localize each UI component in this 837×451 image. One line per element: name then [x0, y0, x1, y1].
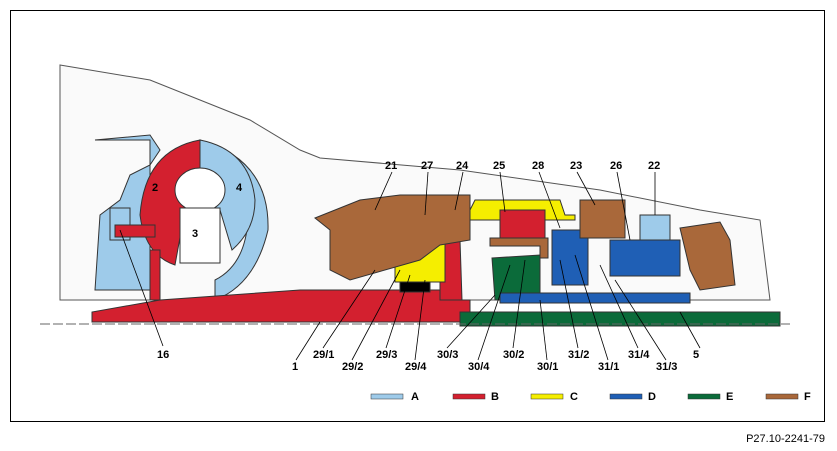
label-3: 3	[192, 228, 198, 240]
label-30-2: 30/2	[503, 349, 524, 361]
turbine-wheel	[199, 139, 256, 251]
clutch-25-red	[499, 209, 546, 239]
output-shaft	[459, 311, 781, 327]
label-23: 23	[570, 160, 582, 172]
label-22: 22	[648, 160, 660, 172]
label-2: 2	[152, 182, 158, 194]
legend: A B C D E F	[370, 391, 811, 403]
label-30-3: 30/3	[437, 349, 458, 361]
label-31-4: 31/4	[628, 349, 650, 361]
red-feed-vertical	[149, 249, 161, 301]
label-29-1: 29/1	[313, 349, 334, 361]
label-27: 27	[421, 160, 433, 172]
lockup-piston	[114, 224, 156, 238]
label-31-1: 31/1	[598, 361, 619, 373]
brown-rear-housing	[679, 221, 736, 291]
legend-label-b: B	[491, 391, 499, 403]
label-31-2: 31/2	[568, 349, 589, 361]
planetary-31	[551, 229, 589, 286]
label-28: 28	[532, 160, 544, 172]
legend-swatch-f	[765, 393, 799, 400]
label-29-2: 29/2	[342, 361, 363, 373]
legend-label-a: A	[411, 391, 419, 403]
converter-core	[174, 167, 226, 213]
label-26: 26	[610, 160, 622, 172]
label-1: 1	[292, 361, 298, 373]
label-16: 16	[157, 349, 169, 361]
label-30-1: 30/1	[537, 361, 558, 373]
diagram-frame	[10, 10, 825, 422]
legend-label-d: D	[648, 391, 656, 403]
legend-swatch-d	[609, 393, 643, 400]
legend-swatch-b	[452, 393, 486, 400]
label-24: 24	[456, 160, 469, 172]
label-25: 25	[493, 160, 505, 172]
legend-swatch-e	[687, 393, 721, 400]
label-5: 5	[693, 349, 699, 361]
brown-clutch-23	[579, 199, 626, 239]
reference-code: P27.10-2241-79	[746, 433, 825, 445]
clutch-pack-26	[609, 239, 681, 277]
legend-swatch-a	[370, 393, 404, 400]
black-bearing	[399, 281, 431, 293]
label-31-3: 31/3	[656, 361, 677, 373]
label-21: 21	[385, 160, 397, 172]
label-29-4: 29/4	[405, 361, 427, 373]
stator	[179, 207, 221, 264]
label-30-4: 30/4	[468, 361, 490, 373]
legend-swatch-c	[530, 393, 564, 400]
legend-label-e: E	[726, 391, 733, 403]
clutch-22	[639, 214, 671, 241]
legend-label-c: C	[570, 391, 578, 403]
label-4: 4	[236, 182, 243, 194]
brown-passage	[489, 237, 549, 259]
label-29-3: 29/3	[376, 349, 397, 361]
intermediate-shaft	[499, 292, 691, 304]
leader-lines	[119, 171, 701, 361]
legend-label-f: F	[804, 391, 811, 403]
brown-housing-front	[314, 194, 471, 281]
